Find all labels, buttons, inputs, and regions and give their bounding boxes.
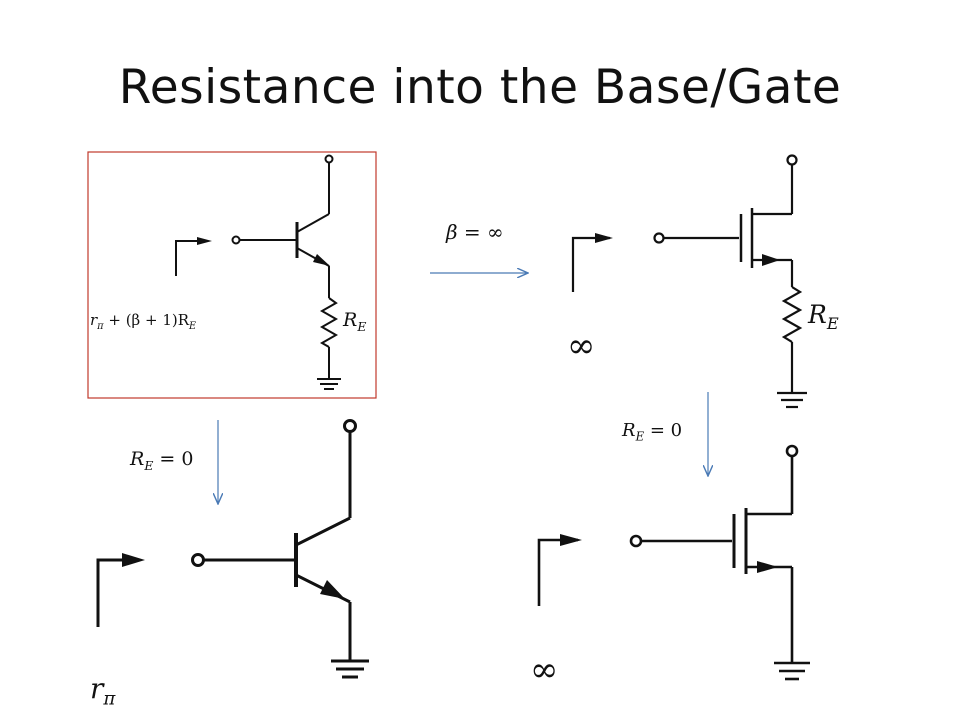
re-zero-label-right: RE = 0 (622, 420, 683, 444)
drain-terminal (785, 444, 799, 458)
mosfet-circuit (537, 444, 810, 681)
source-arrow (762, 254, 780, 266)
emitter-resistor (319, 297, 339, 348)
probe-arrow (537, 538, 578, 606)
re-label-top-left: RE (343, 309, 367, 334)
bjt-input-resistance-label: rπ + (β + 1)RE (90, 311, 197, 332)
emitter-arrow (313, 254, 330, 266)
ground-symbol (331, 659, 369, 679)
mosfet-input-resistance-result: ∞ (530, 650, 559, 690)
collector-terminal (343, 419, 357, 433)
probe-arrow (571, 236, 610, 292)
emitter-arrow (320, 580, 345, 599)
bjt-circuit (96, 419, 369, 679)
mosfet-re-input-resistance-label: ∞ (567, 326, 596, 366)
slide-title: Resistance into the Base/Gate (118, 60, 842, 115)
ground-symbol (777, 391, 807, 409)
ground-symbol (317, 378, 341, 390)
beta-infinity-label: β = ∞ (446, 220, 504, 244)
probe-arrow (175, 240, 205, 276)
ground-symbol (774, 661, 810, 681)
bjt-input-resistance-result: rπ (90, 672, 116, 710)
drain-terminal (786, 154, 798, 166)
collector-terminal (324, 154, 334, 164)
source-arrow (757, 561, 778, 573)
bjt-with-re-circuit (175, 154, 341, 390)
gate-terminal (629, 534, 643, 548)
mosfet-with-re-circuit (571, 154, 807, 409)
highlight-box (87, 151, 377, 399)
input-terminal (191, 553, 205, 567)
input-terminal (231, 235, 241, 245)
re-zero-label-left: RE = 0 (130, 448, 194, 473)
probe-arrow (96, 558, 140, 627)
source-resistor (781, 286, 803, 343)
gate-terminal (653, 232, 665, 244)
re-label-top-right: RE (808, 300, 839, 333)
